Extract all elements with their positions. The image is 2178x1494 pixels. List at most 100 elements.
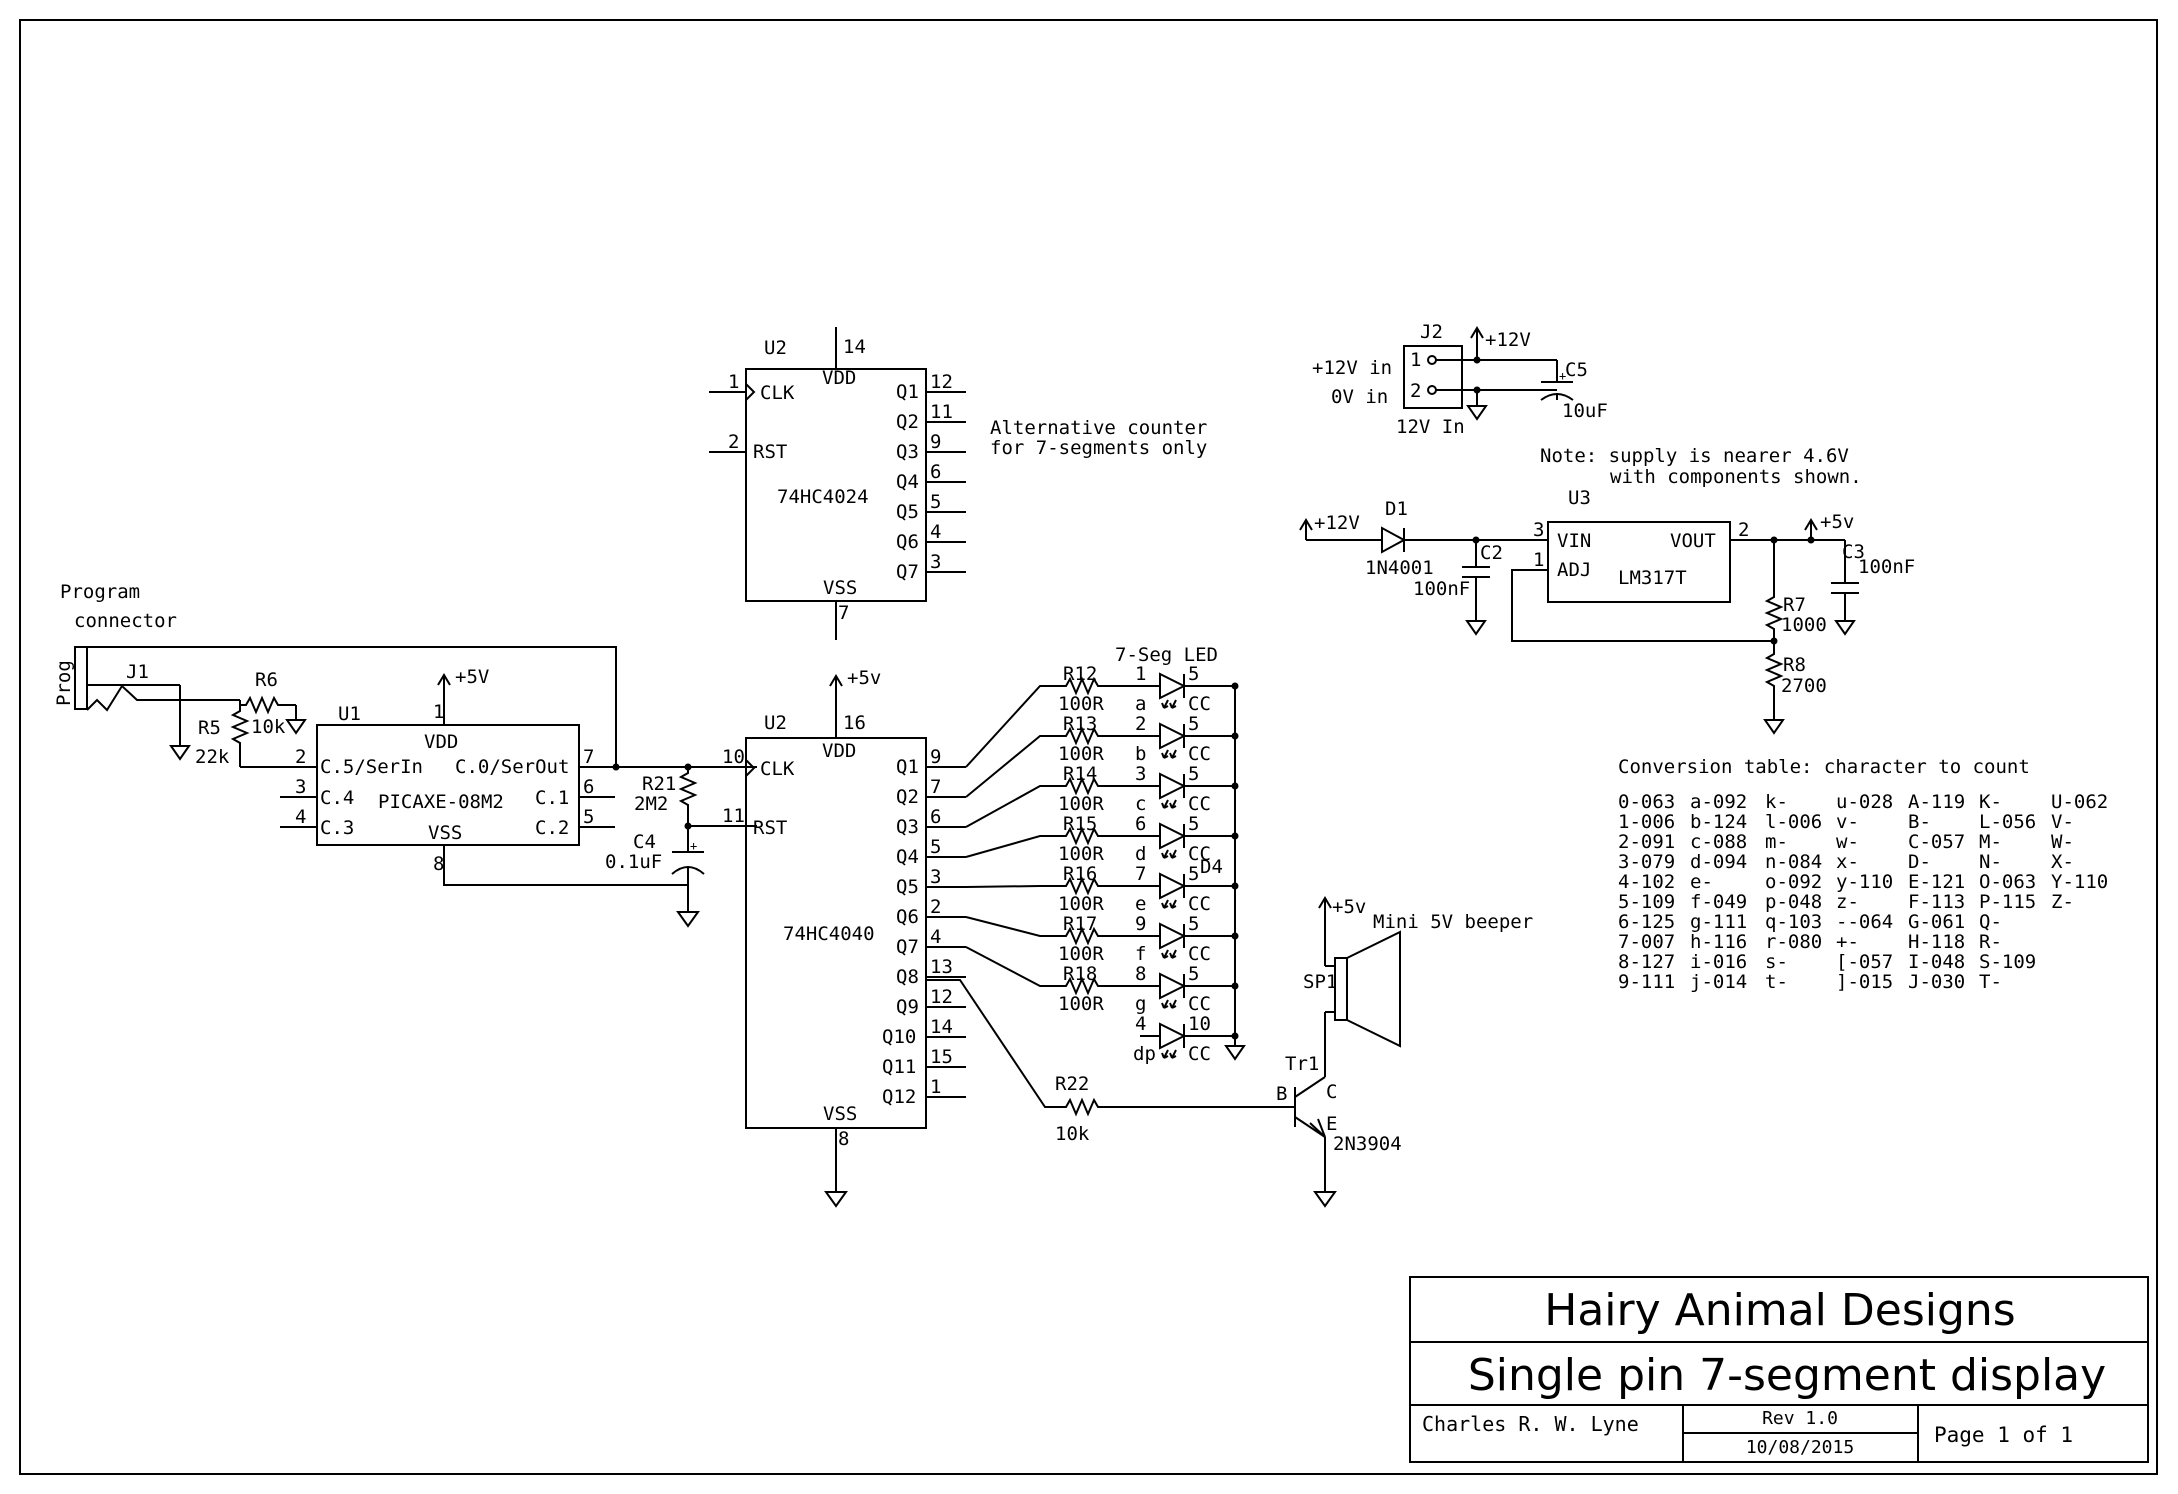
svg-text:+: + xyxy=(690,839,697,853)
common-cathode-label: CC xyxy=(1188,1043,1211,1065)
u3-vin: VIN xyxy=(1557,530,1591,552)
j2-supply: +12V xyxy=(1485,329,1531,351)
u1-supply: +5V xyxy=(455,666,489,688)
segment-resistor xyxy=(1060,826,1104,846)
segment-trace xyxy=(965,735,1060,798)
led-arrow xyxy=(1161,899,1169,909)
segment-trace xyxy=(965,885,1060,888)
conversion-cell: w- xyxy=(1836,831,1859,853)
segment-pin: 6 xyxy=(1135,813,1146,835)
alt-counter-note-2: for 7-segments only xyxy=(990,437,1207,459)
display-ref: D4 xyxy=(1200,856,1223,878)
conversion-cell: r-080 xyxy=(1765,931,1822,953)
u2b-part: 74HC4040 xyxy=(783,923,875,945)
segment-trace xyxy=(965,685,1060,768)
conversion-cell: u-028 xyxy=(1836,791,1893,813)
segment-letter: f xyxy=(1135,943,1146,965)
beeper-supply: +5v xyxy=(1332,896,1366,918)
page-number: Page 1 of 1 xyxy=(1934,1423,2073,1447)
regulator-lm317: Note: supply is nearer 4.6V with compone… xyxy=(1299,445,1915,734)
j2-12v-in: +12V in xyxy=(1312,357,1392,379)
segment-letter: c xyxy=(1135,793,1146,815)
c5-ref: C5 xyxy=(1565,359,1588,381)
led-arrow xyxy=(1169,799,1177,809)
conversion-cell: P-115 xyxy=(1979,891,2036,913)
conversion-cell: A-119 xyxy=(1908,791,1965,813)
u2b-supply: +5v xyxy=(847,667,881,689)
tr1-collector: C xyxy=(1326,1081,1337,1103)
conversion-cell: c-088 xyxy=(1690,831,1747,853)
u3-vout: VOUT xyxy=(1670,530,1716,552)
u2b-output-label: Q10 xyxy=(882,1026,916,1048)
date: 10/08/2015 xyxy=(1746,1437,1854,1458)
u1-vdd: VDD xyxy=(424,731,458,753)
led-triangle xyxy=(1159,772,1187,800)
conversion-cell: K- xyxy=(1979,791,2002,813)
tr1-emitter: E xyxy=(1326,1113,1337,1135)
conversion-cell: k- xyxy=(1765,791,1788,813)
segment-pin: 7 xyxy=(1135,863,1146,885)
conversion-cell: Q- xyxy=(1979,911,2002,933)
conversion-cell: E-121 xyxy=(1908,871,1965,893)
conversion-cell: j-014 xyxy=(1690,971,1747,993)
led-arrow xyxy=(1161,949,1169,959)
d1-part: 1N4001 xyxy=(1365,557,1434,579)
segment-resistor-ref: R18 xyxy=(1063,963,1097,985)
led-arrow xyxy=(1169,899,1177,909)
segment-resistor-value: 100R xyxy=(1058,893,1104,915)
conversion-cell: q-103 xyxy=(1765,911,1822,933)
common-pin: 5 xyxy=(1188,713,1199,735)
u2b-output-label: Q9 xyxy=(896,996,919,1018)
conversion-cell: a-092 xyxy=(1690,791,1747,813)
u2b-output-label: Q12 xyxy=(882,1086,916,1108)
u2b-output-label: Q7 xyxy=(896,936,919,958)
led-diode-icon xyxy=(1140,1022,1235,1059)
u1-pin-c0: 7 xyxy=(583,746,594,768)
led-arrow xyxy=(1161,749,1169,759)
led-arrow xyxy=(1169,1049,1177,1059)
author: Charles R. W. Lyne xyxy=(1422,1412,1639,1436)
segment-pin: 9 xyxy=(1135,913,1146,935)
u1-pin-c5: 2 xyxy=(295,746,306,768)
led-diode-icon xyxy=(1140,772,1235,809)
segment-letter: g xyxy=(1135,993,1146,1015)
power-input-j2: J2 1 2 +12V in 0V in 12V In +12V + C5 10… xyxy=(1312,321,1608,438)
u2b-output-pin: 15 xyxy=(930,1046,953,1068)
segment-pin: 1 xyxy=(1135,663,1146,685)
conversion-cell: m- xyxy=(1765,831,1788,853)
conversion-cell: --064 xyxy=(1836,911,1893,933)
resistor-zigzag xyxy=(1060,726,1104,746)
u2a-output-pin: 11 xyxy=(930,401,953,423)
segment-resistor-value: 100R xyxy=(1058,993,1104,1015)
conversion-cell: i-016 xyxy=(1690,951,1747,973)
jack-j1-label: J1 xyxy=(126,661,149,683)
conversion-cell: 6-125 xyxy=(1618,911,1675,933)
conversion-cell: 9-111 xyxy=(1618,971,1675,993)
c4-value: 0.1uF xyxy=(605,851,662,873)
common-cathode-label: CC xyxy=(1188,793,1211,815)
j2-pin1: 1 xyxy=(1410,349,1421,371)
program-label: Program xyxy=(60,581,140,603)
u2a-output-label: Q6 xyxy=(896,531,919,553)
segment-letter: b xyxy=(1135,743,1146,765)
u2b-output-pin: 1 xyxy=(930,1076,941,1098)
led-diode-icon xyxy=(1140,972,1235,1009)
u2a-output-label: Q3 xyxy=(896,441,919,463)
u2b-vss-pin: 8 xyxy=(838,1128,849,1150)
u1-pin-c1: 6 xyxy=(583,776,594,798)
segment-resistor xyxy=(1060,876,1104,896)
conversion-cell: y-110 xyxy=(1836,871,1893,893)
led-arrow xyxy=(1161,799,1169,809)
u2b-output-label: Q8 xyxy=(896,966,919,988)
u2a-output-label: Q1 xyxy=(896,381,919,403)
conversion-cell: 5-109 xyxy=(1618,891,1675,913)
conversion-cell: S-109 xyxy=(1979,951,2036,973)
supply-note-1: Note: supply is nearer 4.6V xyxy=(1540,445,1849,467)
tr1-base: B xyxy=(1276,1083,1287,1105)
u2b-output-label: Q11 xyxy=(882,1056,916,1078)
d1-ref: D1 xyxy=(1385,498,1408,520)
conversion-cell: b-124 xyxy=(1690,811,1747,833)
u2b-clk-pin: 10 xyxy=(722,746,745,768)
led-arrow xyxy=(1169,849,1177,859)
led-arrow xyxy=(1161,849,1169,859)
